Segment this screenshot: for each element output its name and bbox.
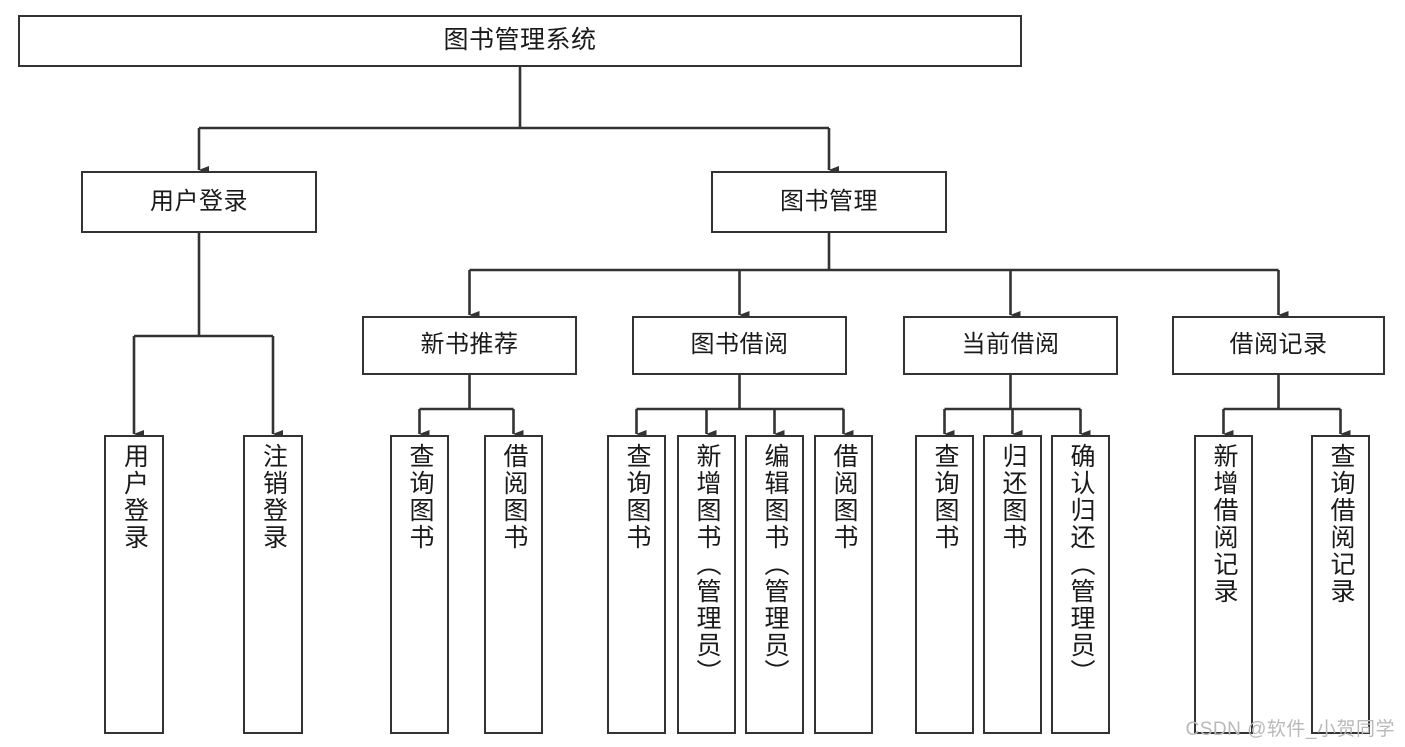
node-leaf-query-book-1[interactable]: 查询图书 bbox=[390, 435, 449, 734]
node-book-borrow[interactable]: 图书借阅 bbox=[632, 316, 847, 375]
node-label: 借阅记录 bbox=[1229, 331, 1328, 359]
node-leaf-confirm-return[interactable]: 确认归还（管理员） bbox=[1051, 435, 1110, 734]
node-root[interactable]: 图书管理系统 bbox=[18, 15, 1022, 67]
node-leaf-add-book[interactable]: 新增图书（管理员） bbox=[677, 435, 736, 734]
node-label: 新书推荐 bbox=[420, 331, 519, 359]
node-label: 图书借阅 bbox=[690, 331, 789, 359]
node-label: 查询图书 bbox=[931, 443, 959, 551]
node-label: 注销登录 bbox=[259, 443, 288, 551]
edge-paths bbox=[132, 67, 1351, 439]
node-leaf-edit-book[interactable]: 编辑图书（管理员） bbox=[745, 435, 804, 734]
node-label: 编辑图书（管理员） bbox=[761, 443, 789, 686]
node-borrow-record[interactable]: 借阅记录 bbox=[1172, 316, 1385, 375]
csdn-watermark: CSDN @软件_小贺同学 bbox=[1185, 719, 1395, 740]
node-label: 借阅图书 bbox=[830, 443, 858, 551]
node-label: 用户登录 bbox=[120, 443, 149, 551]
node-leaf-borrow-book-2[interactable]: 借阅图书 bbox=[814, 435, 873, 734]
node-leaf-query-record[interactable]: 查询借阅记录 bbox=[1311, 435, 1370, 734]
node-leaf-user-logout[interactable]: 注销登录 bbox=[243, 435, 303, 734]
node-label: 图书管理 bbox=[780, 187, 878, 215]
node-book-manage[interactable]: 图书管理 bbox=[711, 171, 947, 233]
node-label: 当前借阅 bbox=[961, 331, 1060, 359]
node-label: 查询图书 bbox=[406, 443, 434, 551]
node-new-book-rec[interactable]: 新书推荐 bbox=[362, 316, 577, 375]
node-label: 新增借阅记录 bbox=[1210, 443, 1238, 605]
node-label: 查询借阅记录 bbox=[1327, 443, 1355, 605]
node-current-borrow[interactable]: 当前借阅 bbox=[903, 316, 1118, 375]
node-label: 借阅图书 bbox=[500, 443, 528, 551]
node-label: 用户登录 bbox=[150, 187, 248, 215]
node-leaf-add-record[interactable]: 新增借阅记录 bbox=[1194, 435, 1253, 734]
node-leaf-user-login[interactable]: 用户登录 bbox=[104, 435, 164, 734]
node-leaf-borrow-book-1[interactable]: 借阅图书 bbox=[484, 435, 543, 734]
node-label: 查询图书 bbox=[623, 443, 651, 551]
node-leaf-query-book-3[interactable]: 查询图书 bbox=[915, 435, 974, 734]
node-leaf-query-book-2[interactable]: 查询图书 bbox=[607, 435, 666, 734]
node-leaf-return-book[interactable]: 归还图书 bbox=[983, 435, 1042, 734]
node-user-login[interactable]: 用户登录 bbox=[81, 171, 317, 233]
node-label: 确认归还（管理员） bbox=[1067, 443, 1095, 686]
node-label: 图书管理系统 bbox=[443, 26, 597, 55]
node-label: 新增图书（管理员） bbox=[693, 443, 721, 686]
node-label: 归还图书 bbox=[999, 443, 1027, 551]
